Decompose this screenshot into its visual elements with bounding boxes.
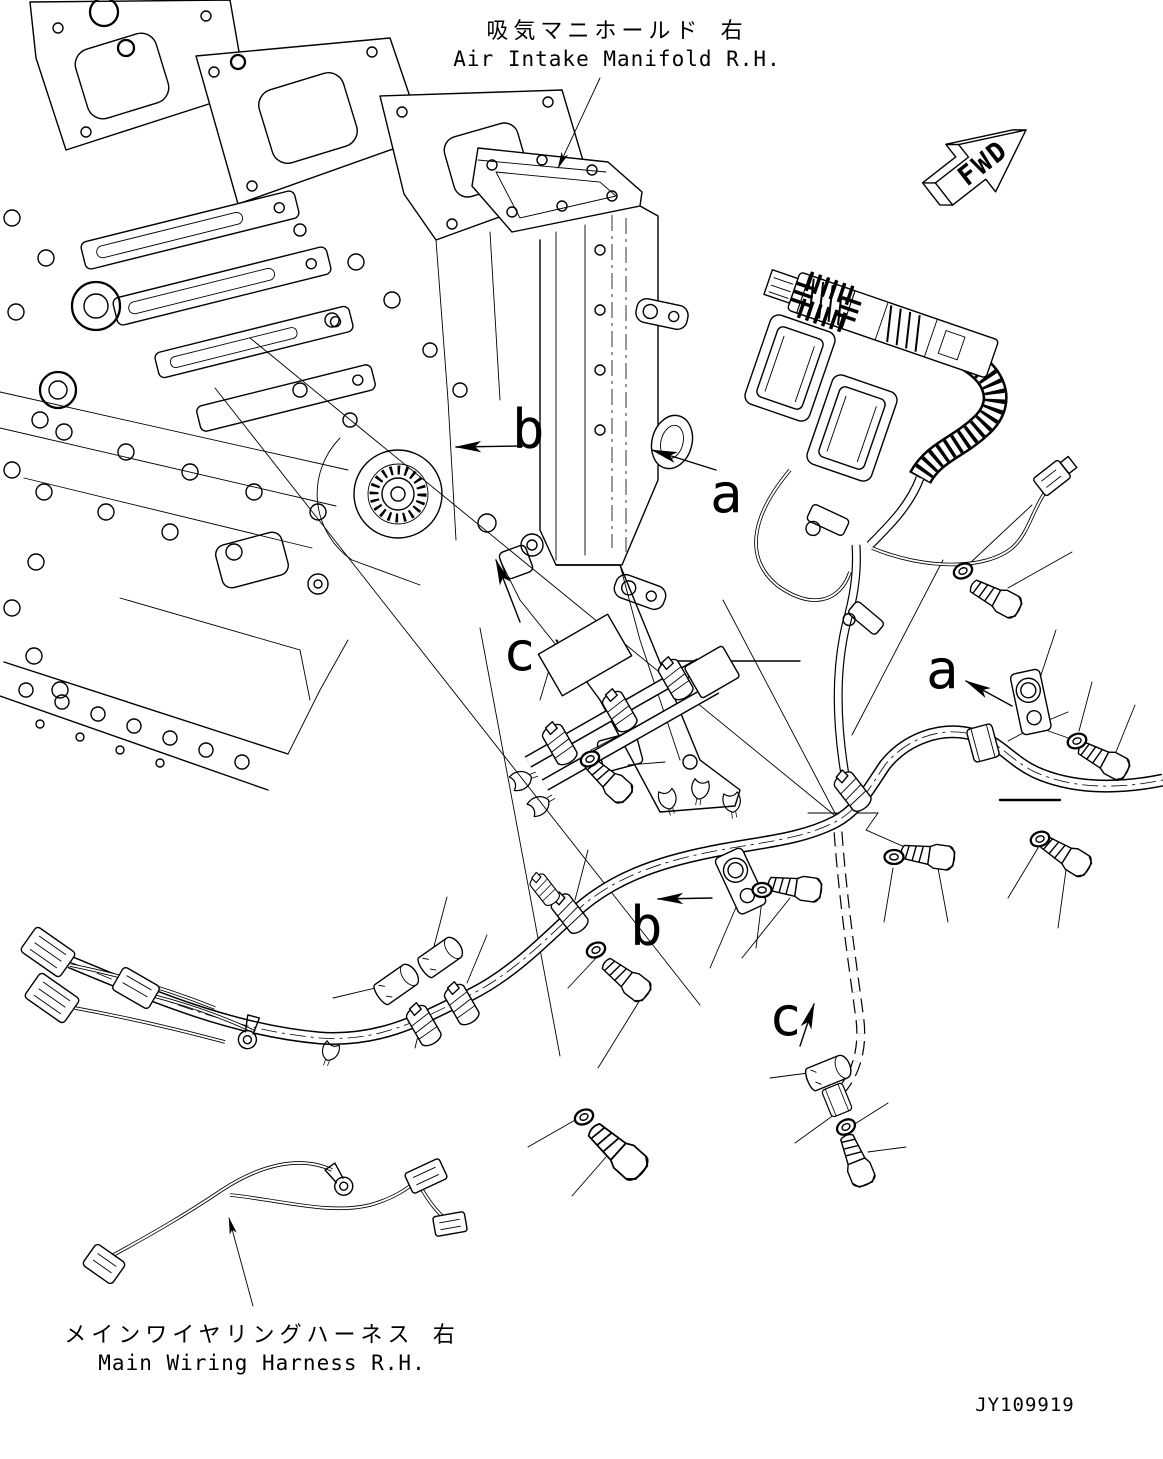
harness-band bbox=[965, 722, 1001, 764]
sub-harness-drawing bbox=[20, 926, 468, 1285]
main-wiring-harness-label-en: Main Wiring Harness R.H. bbox=[98, 1350, 426, 1375]
main-harness-drawing bbox=[67, 544, 1163, 1119]
callout-b-mid: b bbox=[630, 895, 663, 958]
washer-icon bbox=[833, 1115, 859, 1139]
main-wiring-harness-label-jp: メインワイヤリングハーネス 右 bbox=[64, 1323, 460, 1348]
air-intake-manifold-label-en: Air Intake Manifold R.H. bbox=[453, 46, 781, 71]
bolt-icon bbox=[765, 870, 824, 904]
bolt-icon bbox=[965, 573, 1026, 622]
washer-icon bbox=[583, 938, 609, 962]
mounting-bracket bbox=[713, 845, 768, 917]
bolt-icon bbox=[898, 838, 957, 872]
leader-lines bbox=[214, 337, 1136, 1197]
callout-c-upper: c bbox=[503, 620, 536, 683]
bolt-icon bbox=[834, 1130, 878, 1191]
harness-sleeve bbox=[370, 960, 423, 1008]
harness-sleeve bbox=[414, 933, 467, 981]
main-wiring-harness-label: メインワイヤリングハーネス 右 Main Wiring Harness R.H. bbox=[52, 1322, 472, 1376]
drawing-number: JY109919 bbox=[975, 1394, 1075, 1416]
bolt-icon bbox=[581, 1116, 653, 1186]
engine-block-drawing bbox=[0, 0, 591, 791]
mounting-bracket bbox=[1008, 667, 1053, 737]
air-intake-manifold-label: 吸気マニホールド 右 Air Intake Manifold R.H. bbox=[417, 18, 817, 72]
callout-b-upper: b bbox=[512, 398, 545, 461]
harness-connector-assembly-drawing bbox=[744, 268, 1078, 635]
clamp-tube-assembly-drawing bbox=[508, 613, 740, 819]
callout-a-mid: a bbox=[926, 638, 959, 701]
callout-a-upper: a bbox=[710, 462, 743, 525]
callout-c-lower: c bbox=[769, 985, 802, 1048]
fwd-arrow-icon bbox=[921, 129, 1027, 206]
bolt-icon bbox=[596, 952, 656, 1006]
air-intake-manifold-label-jp: 吸気マニホールド 右 bbox=[486, 19, 748, 44]
callout-arrows bbox=[228, 77, 1013, 1307]
washer-icon bbox=[751, 881, 773, 899]
washer-icon bbox=[571, 1105, 597, 1129]
washer-icon bbox=[883, 848, 905, 866]
